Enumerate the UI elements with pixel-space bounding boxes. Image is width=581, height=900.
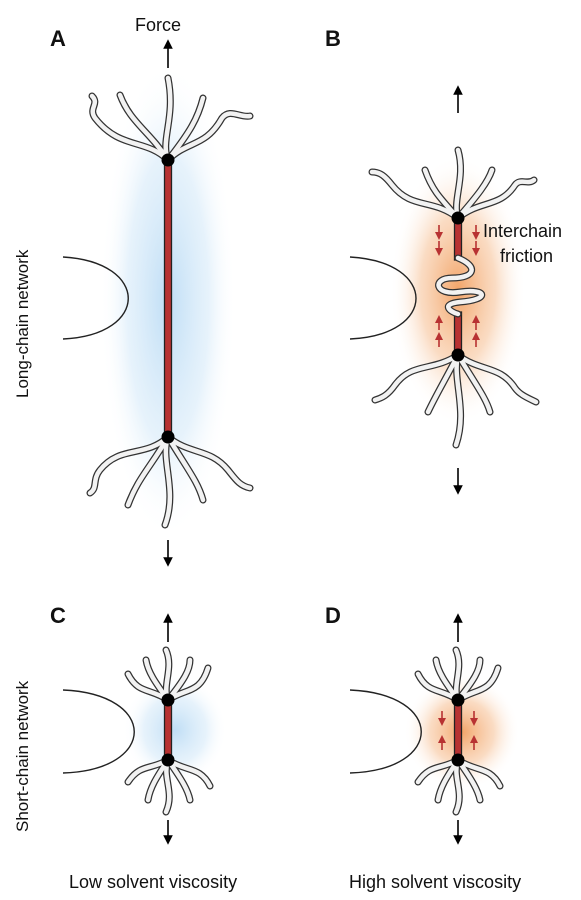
panel-c bbox=[63, 618, 227, 840]
crosslink-node bbox=[452, 349, 465, 362]
crosslink-node bbox=[452, 694, 465, 707]
panel-letter-b: B bbox=[325, 28, 341, 50]
crosslink-node bbox=[162, 754, 175, 767]
panel-letter-a: A bbox=[50, 28, 66, 50]
crosslink-node bbox=[452, 212, 465, 225]
crosslink-node bbox=[162, 154, 175, 167]
panel-letter-d: D bbox=[325, 605, 341, 627]
column-label-high-viscosity: High solvent viscosity bbox=[349, 873, 521, 891]
panel-a bbox=[63, 44, 250, 562]
stretched-chain bbox=[165, 160, 172, 437]
row-label-short-chain: Short-chain network bbox=[14, 681, 31, 832]
crosslink-node bbox=[162, 694, 175, 707]
crosslink-node bbox=[162, 431, 175, 444]
panel-b bbox=[350, 90, 536, 490]
force-label: Force bbox=[135, 16, 181, 34]
short-chain bbox=[165, 700, 172, 760]
friction-label-line2: friction bbox=[500, 247, 553, 265]
panel-d bbox=[350, 618, 520, 840]
friction-label-line1: Interchain bbox=[483, 222, 562, 240]
crosslink-node bbox=[452, 754, 465, 767]
column-label-low-viscosity: Low solvent viscosity bbox=[69, 873, 237, 891]
short-chain bbox=[455, 700, 462, 760]
row-label-long-chain: Long-chain network bbox=[14, 250, 31, 398]
panel-letter-c: C bbox=[50, 605, 66, 627]
